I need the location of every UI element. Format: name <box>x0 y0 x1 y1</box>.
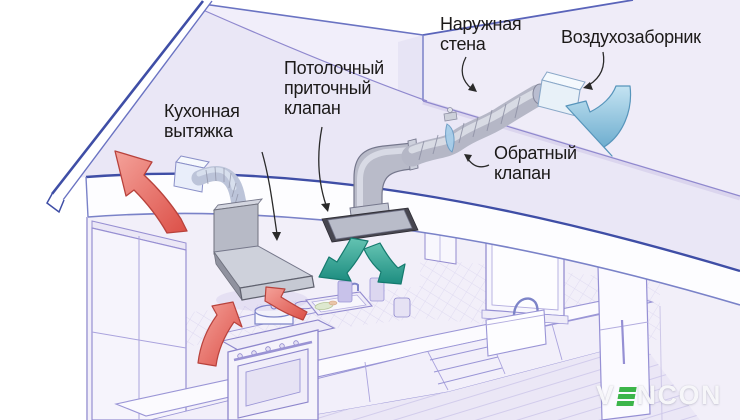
label-air-intake: Воздухозаборник <box>561 27 701 47</box>
oven-door <box>237 348 309 419</box>
pointer-outer-wall <box>461 56 477 92</box>
pointer-check-valve <box>464 154 490 168</box>
supply-arrow-left <box>318 237 369 282</box>
supply-arrow-right <box>363 242 406 285</box>
drawer-stack <box>429 345 503 385</box>
exhaust-arrow-stove <box>264 286 308 321</box>
sink-food-items <box>314 300 338 310</box>
attic-back-wall <box>203 4 423 101</box>
label-ceiling-supply-valve-line2: приточный <box>284 78 372 98</box>
label-outer-wall-line1: Наружная <box>440 14 522 34</box>
ceiling-diffuser <box>321 202 419 243</box>
label-air-intake-line1: Воздухозаборник <box>561 27 701 47</box>
intake-arrow <box>565 85 632 157</box>
tall-cabinet <box>91 220 187 420</box>
label-kitchen-hood-line1: Кухонная <box>164 101 240 121</box>
label-outer-wall-line2: стена <box>440 34 486 54</box>
floor-planks <box>286 340 700 420</box>
supply-duct <box>401 84 549 167</box>
vencon-watermark: V NCON <box>596 380 722 411</box>
pointer-kitchen-hood <box>261 151 281 241</box>
label-ceiling-supply-valve-line1: Потолочный <box>284 58 384 78</box>
kitchen-hood <box>212 198 315 311</box>
label-check-valve: Обратный клапан <box>494 143 577 183</box>
label-kitchen-hood-line2: вытяжка <box>164 121 233 141</box>
corner-appliances <box>337 277 411 318</box>
roof-gable <box>46 0 213 214</box>
exhaust-arrow-counter <box>197 301 243 367</box>
pointer-ceiling-valve <box>318 126 330 212</box>
label-kitchen-hood: Кухонная вытяжка <box>164 101 240 141</box>
label-ceiling-supply-valve-line3: клапан <box>284 98 341 118</box>
label-outer-wall: Наружная стена <box>440 14 522 54</box>
farmhouse-sink <box>485 309 547 357</box>
label-check-valve-line1: Обратный <box>494 143 577 163</box>
exhaust-arrow-outside <box>114 150 188 234</box>
label-check-valve-line2: клапан <box>494 163 551 183</box>
wall-edges <box>202 0 740 197</box>
vencon-watermark-v: V <box>596 380 616 410</box>
exterior-right-wall <box>423 0 740 196</box>
check-valve <box>443 107 458 153</box>
vencon-green-e-icon <box>615 387 637 406</box>
label-ceiling-supply-valve: Потолочный приточный клапан <box>284 58 384 118</box>
vencon-watermark-rest: NCON <box>636 380 723 410</box>
attic-floor <box>70 10 740 272</box>
pointer-air-intake <box>583 51 605 90</box>
